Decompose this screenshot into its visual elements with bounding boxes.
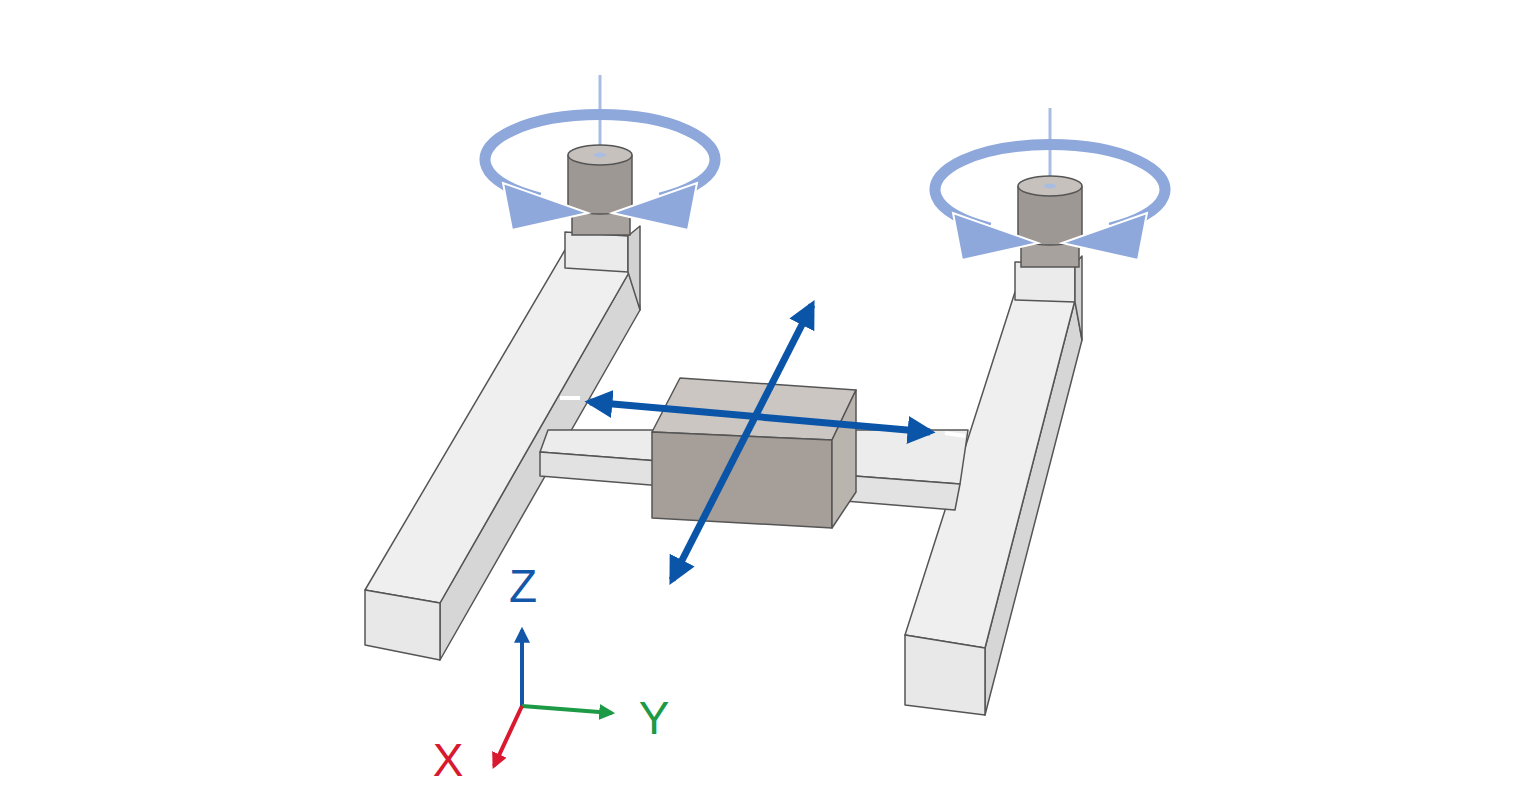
axis-triad xyxy=(494,630,612,766)
carriage-block xyxy=(652,378,856,528)
axis-label: Y xyxy=(639,695,670,741)
axis-label: X xyxy=(433,737,464,783)
axis-label: Z xyxy=(509,563,537,609)
x-motion-arrow xyxy=(672,305,812,580)
left-rotary-motor xyxy=(485,75,715,235)
right-rotary-motor xyxy=(935,108,1165,267)
